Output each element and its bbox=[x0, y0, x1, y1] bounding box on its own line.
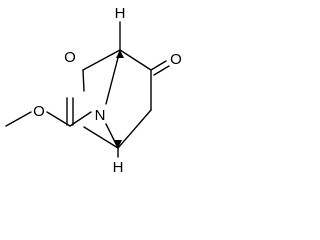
bond-o-carbonyl bbox=[46, 111, 71, 127]
top-hydrogen-label: H bbox=[115, 5, 126, 22]
ester-oxygen-label: O bbox=[33, 103, 45, 120]
bond-lines bbox=[5, 21, 170, 158]
ketone-oxygen-label: O bbox=[170, 51, 182, 68]
bond-bridgehead-ketone bbox=[119, 49, 152, 71]
bottom-hydrogen-label: H bbox=[113, 159, 124, 176]
bond-ketone-double-b bbox=[153, 65, 170, 76]
wedge-bottom bbox=[114, 140, 122, 148]
bond-carbonyl-n bbox=[69, 111, 92, 127]
bond-left-bridge-bottom bbox=[83, 126, 119, 149]
bond-left-bridge-top bbox=[82, 49, 121, 71]
nitrogen-label: N bbox=[95, 107, 106, 124]
bond-n-top-bridgehead bbox=[105, 49, 121, 105]
bond-left-bridge-mid bbox=[82, 69, 85, 92]
bond-methyl-o bbox=[5, 111, 32, 127]
wedge-top bbox=[116, 50, 124, 58]
wedge-bonds bbox=[114, 50, 124, 148]
bond-ketone-double-a bbox=[150, 60, 167, 71]
carbonyl-oxygen-label: O bbox=[64, 49, 76, 66]
bond-ch2-bridgehead bbox=[117, 109, 152, 149]
molecule-structure: O O O N H H bbox=[5, 5, 182, 176]
